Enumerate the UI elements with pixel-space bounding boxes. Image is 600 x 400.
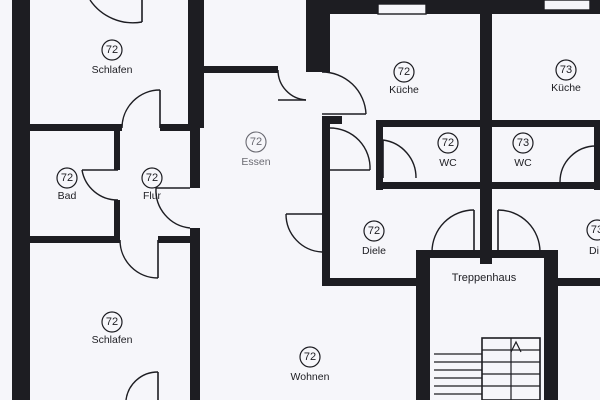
wall-stairwell-top: [416, 250, 558, 258]
door-arc-flur-schlafen: [121, 89, 161, 129]
window-kueche-72: [377, 3, 427, 15]
room-flur: 72 Flur: [141, 167, 163, 202]
walls: [12, 0, 600, 400]
doors: [81, 0, 597, 400]
room-number: 72: [442, 137, 454, 149]
room-schlafen-bottom: 72 Schlafen: [92, 311, 133, 346]
room-number-circle: [141, 167, 163, 189]
room-name: Essen: [241, 156, 270, 168]
door-arc-wc-72: [382, 139, 417, 179]
room-name: Küche: [389, 84, 419, 96]
room-wohnen: 72 Wohnen: [291, 346, 330, 383]
room-wc-73: 73 WC: [512, 132, 534, 169]
room-wc-72: 72 WC: [437, 132, 459, 169]
room-number-circle: [586, 219, 600, 241]
wall-kueche-wc-72: [376, 120, 480, 127]
room-diele-72: 72 Diele: [362, 220, 386, 257]
wall-wc-72-bottom: [376, 182, 480, 189]
wall-wc-73-bottom: [492, 182, 600, 189]
door-arc-wohnen: [125, 371, 159, 400]
room-number: 72: [106, 316, 118, 328]
stairwell-label: Treppenhaus: [452, 272, 517, 284]
room-name: Bad: [58, 190, 77, 202]
wall-stairwell-left: [416, 258, 430, 400]
wall-bad-flur-lower: [114, 200, 120, 240]
wall-schlafen-flur: [160, 124, 192, 131]
door-arc-essen-diele: [329, 127, 371, 171]
room-name: Schlafen: [92, 334, 133, 346]
room-name: Küche: [551, 82, 581, 94]
room-name: Wohnen: [291, 371, 330, 383]
room-number: 73: [591, 224, 600, 236]
room-bad: 72 Bad: [56, 167, 78, 202]
door-arc-flur-schlafen-bottom: [119, 239, 159, 279]
room-number: 72: [304, 351, 316, 363]
room-number-circle: [437, 132, 459, 154]
window-kueche-73: [543, 0, 591, 11]
room-number: 72: [250, 136, 262, 148]
wall-kueche-bottom-stub: [330, 116, 342, 124]
door-arc-wc-73: [559, 145, 597, 183]
stair-direction-arrow: [510, 340, 522, 353]
room-name: Diele: [362, 245, 386, 257]
room-name: WC: [514, 157, 532, 169]
room-number: 73: [560, 64, 572, 76]
wall-flur-essen-upper: [190, 70, 200, 188]
stairs: [434, 337, 541, 400]
door-arc-bad: [81, 169, 119, 201]
room-number-circle: [512, 132, 534, 154]
room-number: 72: [106, 44, 118, 56]
room-number: 72: [146, 172, 158, 184]
wall-stairwell-right: [544, 258, 558, 400]
room-name: Flur: [143, 190, 162, 202]
room-essen: 72 Essen: [241, 131, 271, 168]
room-kueche-72: 72 Küche: [389, 61, 419, 96]
wall-bad-schlafen-bottom: [28, 236, 120, 243]
room-number-circle: [101, 39, 123, 61]
room-number: 72: [398, 66, 410, 78]
door-arc-schlafen-top: [89, 0, 143, 24]
wall-unit-divider: [480, 14, 492, 264]
room-kueche-73: 73 Küche: [551, 59, 581, 94]
wall-column-top: [306, 0, 326, 72]
wall-flur-schlafen-bottom: [158, 236, 194, 243]
wall-schlafen-wohnen: [190, 228, 200, 400]
room-number-circle: [56, 167, 78, 189]
room-labels: 72 Schlafen 72 Essen 72 Küche 73 Küche 7…: [56, 39, 600, 383]
room-number-circle: [101, 311, 123, 333]
wall-wc-72-left: [376, 120, 383, 190]
room-diele-right: 73 Di: [586, 219, 600, 257]
room-number-circle: [393, 61, 415, 83]
wall-kueche-wc-73: [492, 120, 600, 127]
door-arc-kueche: [321, 71, 367, 115]
wall-wc-73-right: [594, 120, 600, 190]
wall-bad-flur-upper: [114, 128, 120, 170]
room-number: 73: [517, 137, 529, 149]
wall-schlafen-bad: [28, 124, 122, 131]
room-schlafen-top: 72 Schlafen: [92, 39, 133, 76]
wall-diele-right-bottom: [558, 278, 600, 286]
room-number: 72: [368, 225, 380, 237]
room-number-circle: [555, 59, 577, 81]
wall-essen-diele: [322, 116, 330, 282]
room-name: WC: [439, 157, 457, 169]
door-arc-stair-right: [497, 209, 541, 253]
wall-diele-bottom: [322, 278, 418, 286]
wall-essen-top: [200, 66, 278, 73]
door-arc-stair-left: [431, 209, 475, 253]
room-number-circle: [299, 346, 321, 368]
room-number-circle: [363, 220, 385, 242]
wall-kueche-left: [322, 14, 330, 72]
room-name: Schlafen: [92, 64, 133, 76]
door-arc-flur-essen: [155, 187, 191, 229]
outer-wall-left: [12, 0, 30, 400]
room-number-circle: [245, 131, 267, 153]
room-number: 72: [61, 172, 73, 184]
room-name: Di: [589, 245, 599, 257]
door-arc-diele-lower: [285, 213, 323, 253]
